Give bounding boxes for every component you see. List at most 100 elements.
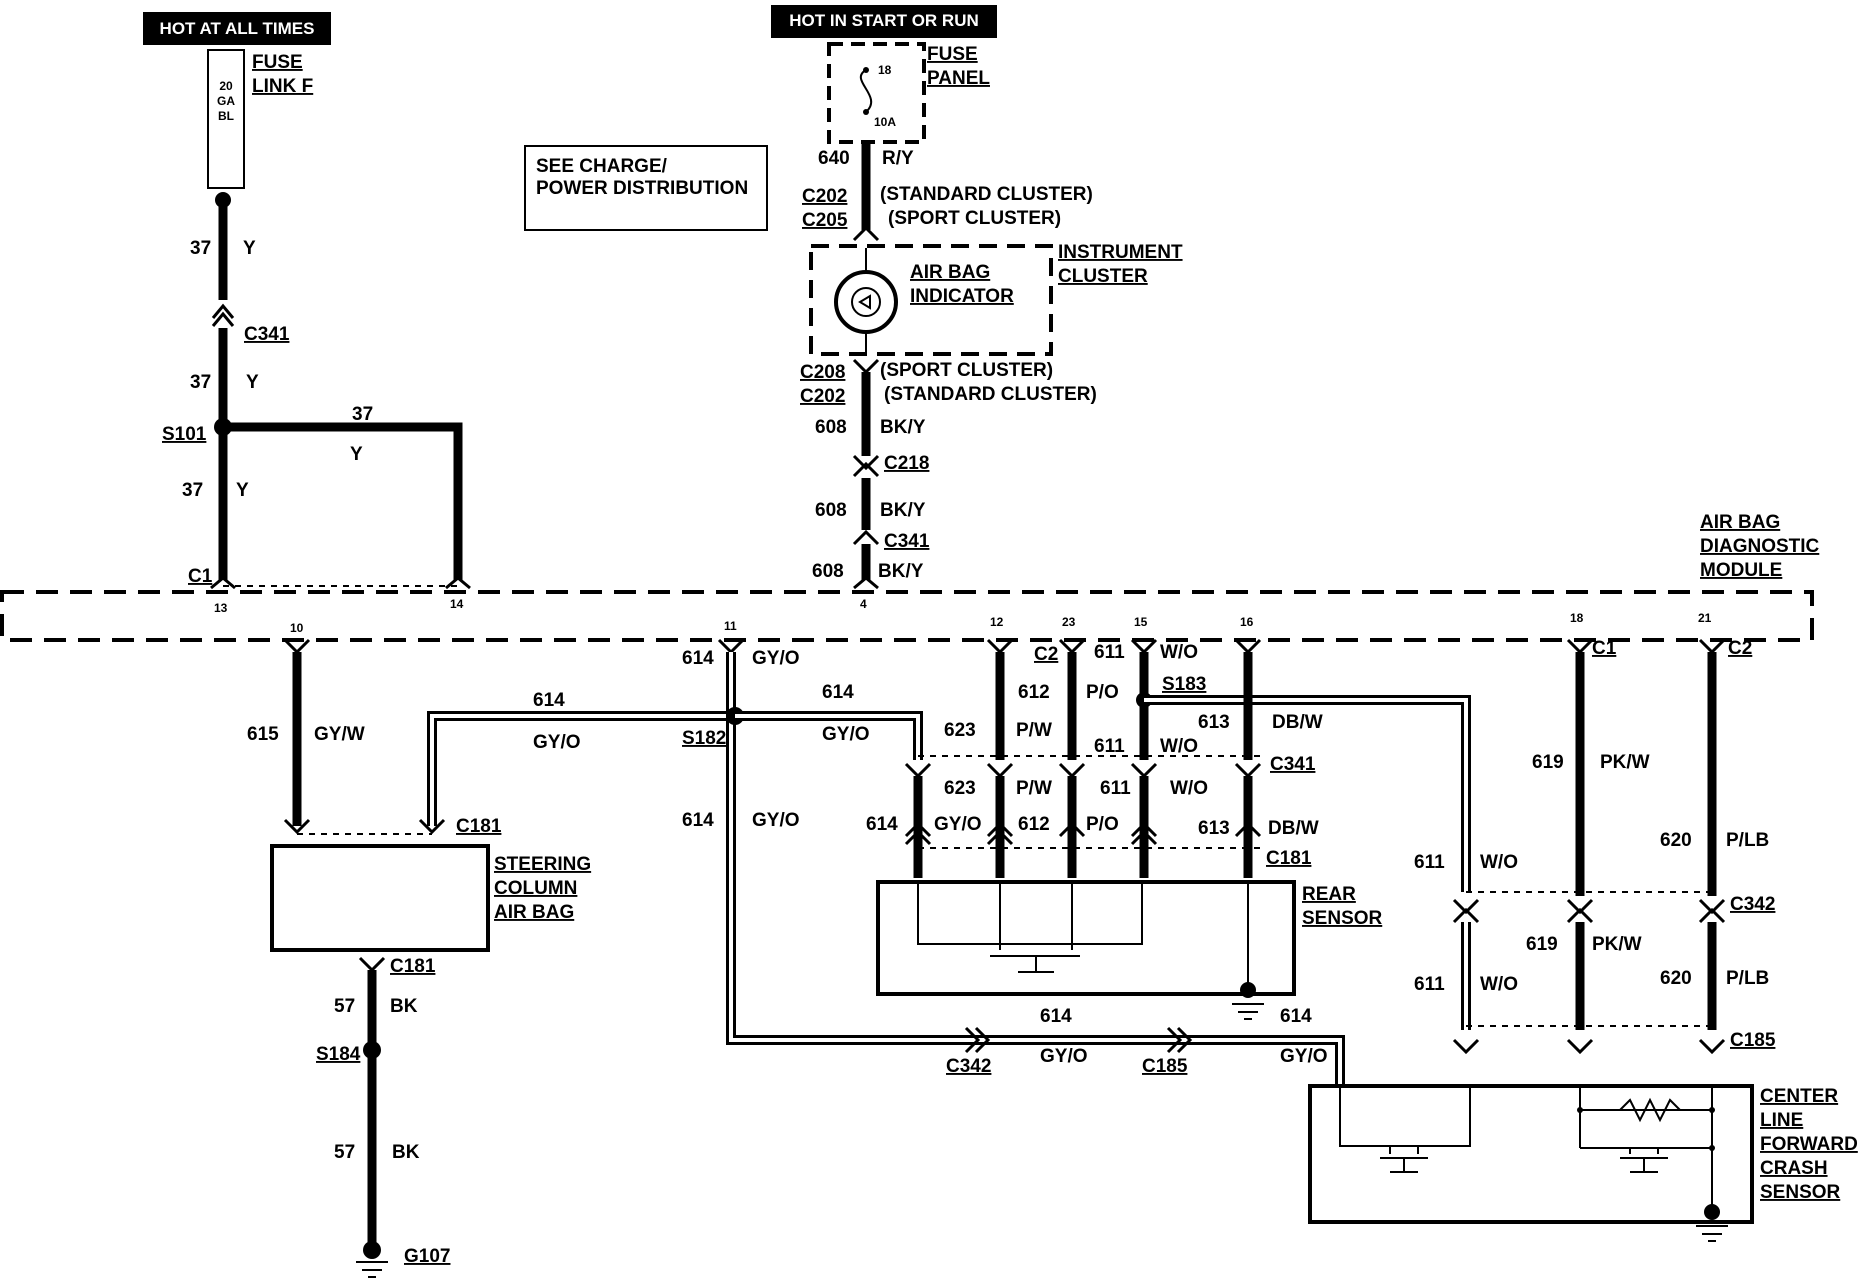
c341-left-connector — [211, 303, 235, 327]
label-circuits-c614: 614 — [1280, 1006, 1312, 1027]
label-circuits-wo: W/O — [1480, 852, 1518, 873]
label-instrument_cluster-standard_cluster: (STANDARD CLUSTER) — [884, 384, 1097, 405]
label-circuits-c611: 611 — [1094, 736, 1125, 757]
label-forward_sensor-line2: LINE — [1760, 1110, 1803, 1131]
c202-c205-connector — [852, 225, 880, 242]
label-instrument_cluster-c205: C205 — [802, 210, 848, 231]
label-circuits-c613: 613 — [1198, 712, 1230, 733]
label-circuits-po: P/O — [1086, 814, 1119, 835]
label-pins-p21: 21 — [1698, 611, 1712, 625]
label-pins-p15: 15 — [1134, 615, 1148, 629]
label-circuits-c608: 608 — [812, 561, 844, 582]
label-forward_sensor-line5: SENSOR — [1760, 1182, 1841, 1203]
label-circuits-c614: 614 — [866, 814, 898, 835]
label-power-hot_in_start_or_run: HOT IN START OR RUN — [789, 11, 979, 30]
fuse-link-terminal — [215, 192, 231, 208]
instrument-cluster: AIR BAG INDICATOR INSTRUMENT CLUSTER — [809, 242, 1183, 356]
label-note-line1: SEE CHARGE/ — [536, 156, 668, 177]
label-circuits-y: Y — [350, 444, 363, 465]
label-circuits-y: Y — [246, 372, 259, 393]
label-connectors-c2: C2 — [1034, 644, 1058, 665]
label-pins-p11: 11 — [724, 619, 737, 633]
label-circuits-c640: 640 — [818, 148, 850, 169]
label-circuits-dbw: DB/W — [1268, 818, 1319, 839]
air-bag-indicator-lamp-icon — [834, 270, 898, 334]
label-circuits-c613: 613 — [1198, 818, 1230, 839]
label-pins-p12: 12 — [990, 615, 1004, 629]
label-circuits-c37: 37 — [352, 404, 373, 425]
label-connectors-g107: G107 — [404, 1246, 450, 1267]
label-circuits-c611: 611 — [1414, 974, 1445, 995]
label-circuits-gyo: GY/O — [533, 732, 581, 753]
c341-rear-connector — [904, 762, 1262, 779]
fuse-panel: 18 10A FUSE PANEL — [827, 42, 990, 144]
label-connectors-c181: C181 — [390, 956, 436, 977]
label-connectors-c1: C1 — [188, 566, 213, 587]
label-circuits-wo: W/O — [1480, 974, 1518, 995]
label-pins-p16: 16 — [1240, 615, 1254, 629]
c185-614-connector — [1166, 1026, 1193, 1054]
label-pins-p13: 13 — [214, 601, 228, 615]
wire-37-branch — [223, 422, 463, 580]
label-power-hot_at_all_times: HOT AT ALL TIMES — [160, 19, 315, 38]
label-circuits-pkw: PK/W — [1600, 752, 1650, 773]
label-steering_air_bag-line3: AIR BAG — [494, 902, 574, 923]
label-pins-p14: 14 — [450, 597, 464, 611]
label-circuits-c612: 612 — [1018, 814, 1050, 835]
label-circuits-c608: 608 — [815, 500, 847, 521]
label-module-line2: DIAGNOSTIC — [1700, 536, 1820, 557]
label-circuits-bky: BK/Y — [878, 561, 924, 582]
fuse-link-f: 20 GA BL FUSE LINK F — [207, 49, 313, 189]
label-circuits-c614: 614 — [1040, 1006, 1072, 1027]
label-connectors-c342: C342 — [946, 1056, 991, 1077]
label-circuits-c608: 608 — [815, 417, 847, 438]
c185-right-connector — [1452, 1038, 1726, 1055]
label-circuits-po: P/O — [1086, 682, 1119, 703]
s184-splice — [363, 1041, 381, 1059]
label-instrument_cluster-sport_cluster: (SPORT CLUSTER) — [880, 360, 1053, 381]
label-circuits-c614: 614 — [822, 682, 854, 703]
c208-c202-connector — [852, 358, 880, 375]
label-connectors-c341: C341 — [1270, 754, 1316, 775]
forward-sensor-ground-icon — [1704, 1204, 1720, 1220]
label-circuits-c623: 623 — [944, 720, 976, 741]
label-instrument_cluster-standard_cluster: (STANDARD CLUSTER) — [880, 184, 1093, 205]
label-connectors-c2: C2 — [1728, 638, 1752, 659]
c181-lower-connector — [358, 956, 386, 973]
label-connectors-c181: C181 — [1266, 848, 1312, 869]
label-forward_sensor-line4: CRASH — [1760, 1158, 1828, 1179]
label-connectors-c218: C218 — [884, 453, 929, 474]
label-circuits-gyo: GY/O — [752, 648, 800, 669]
label-circuits-bky: BK/Y — [880, 417, 926, 438]
steering-column-air-bag: STEERING COLUMN AIR BAG — [270, 844, 591, 952]
label-instrument_cluster-label_line1: INSTRUMENT — [1058, 242, 1183, 263]
label-connectors-c185: C185 — [1142, 1056, 1188, 1077]
c218-connector — [852, 454, 880, 478]
label-fuse_link-gauge-2: BL — [218, 109, 234, 123]
label-circuits-y: Y — [243, 238, 256, 259]
label-circuits-pkw: PK/W — [1592, 934, 1642, 955]
label-note-line2: POWER DISTRIBUTION — [536, 178, 748, 199]
label-circuits-bky: BK/Y — [880, 500, 926, 521]
label-circuits-gyw: GY/W — [314, 724, 365, 745]
label-fuse_panel-label_line2: PANEL — [927, 68, 990, 89]
rear-sensor: REAR SENSOR — [876, 880, 1383, 1020]
label-connectors-c342: C342 — [1730, 894, 1775, 915]
c342-614-connector — [964, 1026, 991, 1054]
label-circuits-wo: W/O — [1160, 642, 1198, 663]
label-circuits-c57: 57 — [334, 996, 355, 1017]
label-fuse_link-label_line1: FUSE — [252, 52, 303, 73]
c181-steering-connector — [418, 818, 446, 835]
label-circuits-c612: 612 — [1018, 682, 1050, 703]
label-circuits-c615: 615 — [247, 724, 279, 745]
label-connectors-s184: S184 — [316, 1044, 361, 1065]
label-steering_air_bag-line1: STEERING — [494, 854, 591, 875]
label-instrument_cluster-c202: C202 — [800, 386, 845, 407]
label-module-line1: AIR BAG — [1700, 512, 1780, 533]
label-circuits-plb: P/LB — [1726, 830, 1769, 851]
label-module-line3: MODULE — [1700, 560, 1782, 581]
label-connectors-c1: C1 — [1592, 638, 1617, 659]
center-line-forward-crash-sensor: CENTER LINE FORWARD CRASH SENSOR — [1308, 1084, 1858, 1242]
label-circuits-c611: 611 — [1414, 852, 1445, 873]
label-circuits-c614: 614 — [533, 690, 565, 711]
